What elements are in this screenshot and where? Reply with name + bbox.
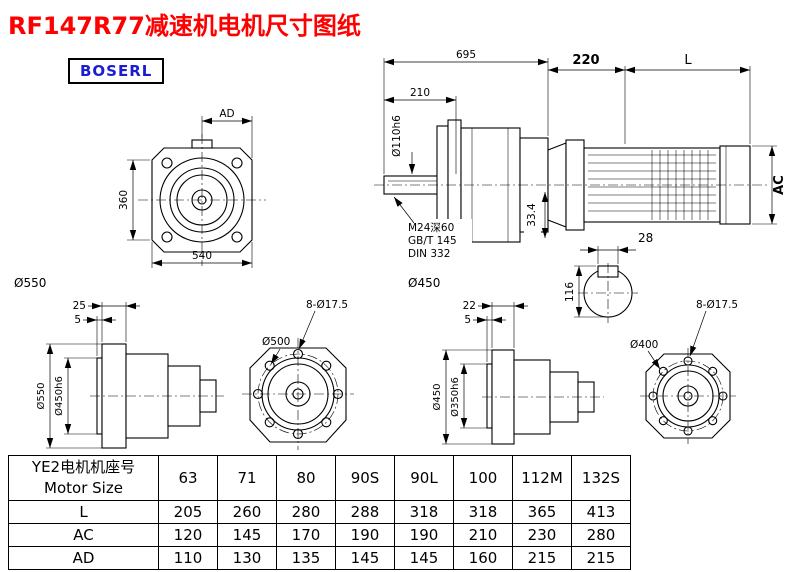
dim-695: 695	[456, 49, 476, 61]
col-header-71: 71	[217, 455, 277, 501]
cell-L-80: 280	[276, 500, 336, 524]
dim-360: 360	[118, 190, 130, 210]
dim-L: L	[684, 53, 692, 68]
dim-116: 116	[564, 282, 576, 302]
cell-L-132S: 413	[571, 500, 631, 524]
cell-AC-90L: 190	[394, 523, 454, 547]
dim-bolt-circle-500: Ø500	[262, 336, 290, 348]
cell-L-90L: 318	[394, 500, 454, 524]
cell-AC-112M: 230	[512, 523, 572, 547]
table-row-AD: AD 110 130 135 145 145 160 215 215	[8, 546, 631, 570]
cell-AD-63: 110	[158, 546, 218, 570]
col-header-90S: 90S	[335, 455, 395, 501]
dim-540: 540	[192, 250, 212, 262]
dims-gearbox-front: AD 360 540 Ø550	[14, 108, 253, 290]
dim-spigot-450h6: Ø450h6	[53, 376, 65, 416]
dim-220: 220	[572, 53, 599, 68]
brand-logo: BOSERL	[68, 58, 165, 84]
dim-210: 210	[410, 87, 430, 99]
dim-5c: 5	[464, 314, 471, 326]
note-tapped-hole: M24深60	[408, 222, 454, 234]
view-assembly-side	[374, 119, 770, 251]
col-header-112M: 112M	[512, 455, 572, 501]
col-header-132S: 132S	[571, 455, 631, 501]
dim-spigot-350h6: Ø350h6	[449, 377, 461, 417]
col-header-100: 100	[453, 455, 513, 501]
dim-25: 25	[73, 300, 86, 312]
cell-L-63: 205	[158, 500, 218, 524]
table-header-row: YE2电机机座号 Motor Size 63 71 80 90S 90L 100…	[8, 455, 631, 501]
table-row-AC: AC 120 145 170 190 190 210 230 280	[8, 523, 631, 547]
cell-L-100: 318	[453, 500, 513, 524]
view-shaft-section: 116 28	[564, 231, 653, 323]
technical-drawing: AD 360 540 Ø550	[14, 49, 787, 450]
col-header-63: 63	[158, 455, 218, 501]
note-gbt-145: GB/T 145	[408, 235, 457, 247]
dim-AD: AD	[219, 108, 234, 120]
dim-5a: 5	[74, 314, 81, 326]
cell-L-112M: 365	[512, 500, 572, 524]
dim-33-4: 33.4	[526, 203, 538, 227]
cell-AD-112M: 215	[512, 546, 572, 570]
view-gearbox-front	[138, 134, 266, 266]
col-header-80: 80	[276, 455, 336, 501]
dim-shaft-diameter: Ø110h6	[391, 115, 403, 157]
cell-L-90S: 288	[335, 500, 395, 524]
table-row-L: L 205 260 280 288 318 318 365 413	[8, 500, 631, 524]
dim-holes-large: 8-Ø17.5	[306, 299, 348, 311]
cell-AC-90S: 190	[335, 523, 395, 547]
cell-AC-71: 145	[217, 523, 277, 547]
table-header-en: Motor Size	[44, 479, 123, 497]
col-header-90L: 90L	[394, 455, 454, 501]
dim-flange-450: Ø450	[431, 384, 443, 411]
row-label-AD: AD	[8, 546, 159, 570]
cell-AD-90S: 145	[335, 546, 395, 570]
cell-AC-132S: 280	[571, 523, 631, 547]
dims-assembly: 695 210 220 L AC Ø110h6 M24深60 GB/T 145 …	[383, 49, 787, 290]
dim-AC: AC	[772, 175, 787, 195]
view-flange-side-small: 22 5 Ø450 Ø350h6	[431, 300, 604, 445]
table-header-motor-size: YE2电机机座号 Motor Size	[8, 455, 159, 501]
page-title: RF147R77减速机电机尺寸图纸	[8, 12, 361, 40]
row-label-AC: AC	[8, 523, 159, 547]
label-dia-550: Ø550	[14, 276, 46, 290]
table-header-cn: YE2电机机座号	[31, 458, 136, 476]
view-flange-side-large: 25 5 Ø550 Ø450h6	[35, 300, 224, 449]
cell-AD-71: 130	[217, 546, 277, 570]
dim-holes-small: 8-Ø17.5	[696, 299, 738, 311]
cell-L-71: 260	[217, 500, 277, 524]
dim-22: 22	[463, 300, 476, 312]
label-dia-450: Ø450	[408, 276, 440, 290]
dim-28: 28	[638, 231, 653, 245]
cell-AD-80: 135	[276, 546, 336, 570]
view-flange-front-small: Ø400 8-Ø17.5	[630, 299, 738, 444]
cell-AC-63: 120	[158, 523, 218, 547]
cell-AD-100: 160	[453, 546, 513, 570]
view-flange-front-large: Ø500 8-Ø17.5	[242, 299, 354, 450]
cell-AC-100: 210	[453, 523, 513, 547]
cell-AD-90L: 145	[394, 546, 454, 570]
note-din-332: DIN 332	[408, 248, 450, 260]
dim-bolt-circle-400: Ø400	[630, 339, 658, 351]
cell-AD-132S: 215	[571, 546, 631, 570]
motor-size-table: YE2电机机座号 Motor Size 63 71 80 90S 90L 100…	[8, 455, 631, 570]
dim-flange-550: Ø550	[35, 383, 47, 410]
row-label-L: L	[8, 500, 159, 524]
cell-AC-80: 170	[276, 523, 336, 547]
